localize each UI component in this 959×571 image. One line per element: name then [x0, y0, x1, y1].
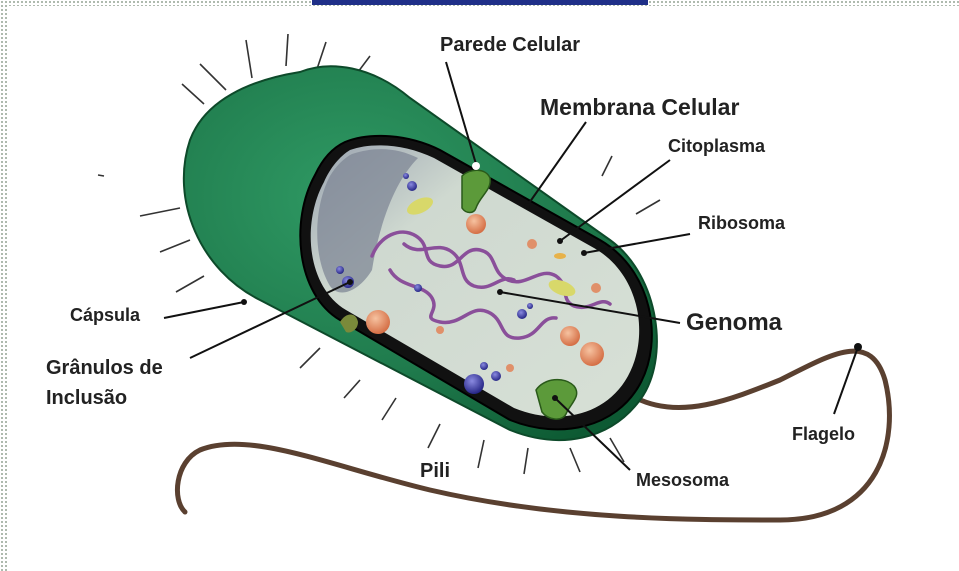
label-genoma: Genoma	[686, 309, 782, 337]
cell-wall-marker	[472, 162, 480, 170]
leader-membrana	[527, 122, 586, 206]
label-pili: Pili	[420, 460, 450, 483]
leader-citoplasma	[560, 160, 670, 241]
label-granulos-line2: Inclusão	[46, 387, 127, 410]
label-mesosoma: Mesosoma	[636, 470, 729, 491]
label-parede-celular: Parede Celular	[440, 34, 580, 57]
label-granulos-line1: Grânulos de	[46, 357, 163, 380]
label-membrana-celular: Membrana Celular	[540, 94, 739, 120]
leader-flagelo	[834, 347, 858, 414]
label-ribosoma: Ribosoma	[698, 213, 785, 234]
label-capsula: Cápsula	[70, 305, 140, 326]
leader-capsula	[164, 302, 244, 318]
label-citoplasma: Citoplasma	[668, 136, 765, 157]
label-flagelo: Flagelo	[792, 424, 855, 445]
